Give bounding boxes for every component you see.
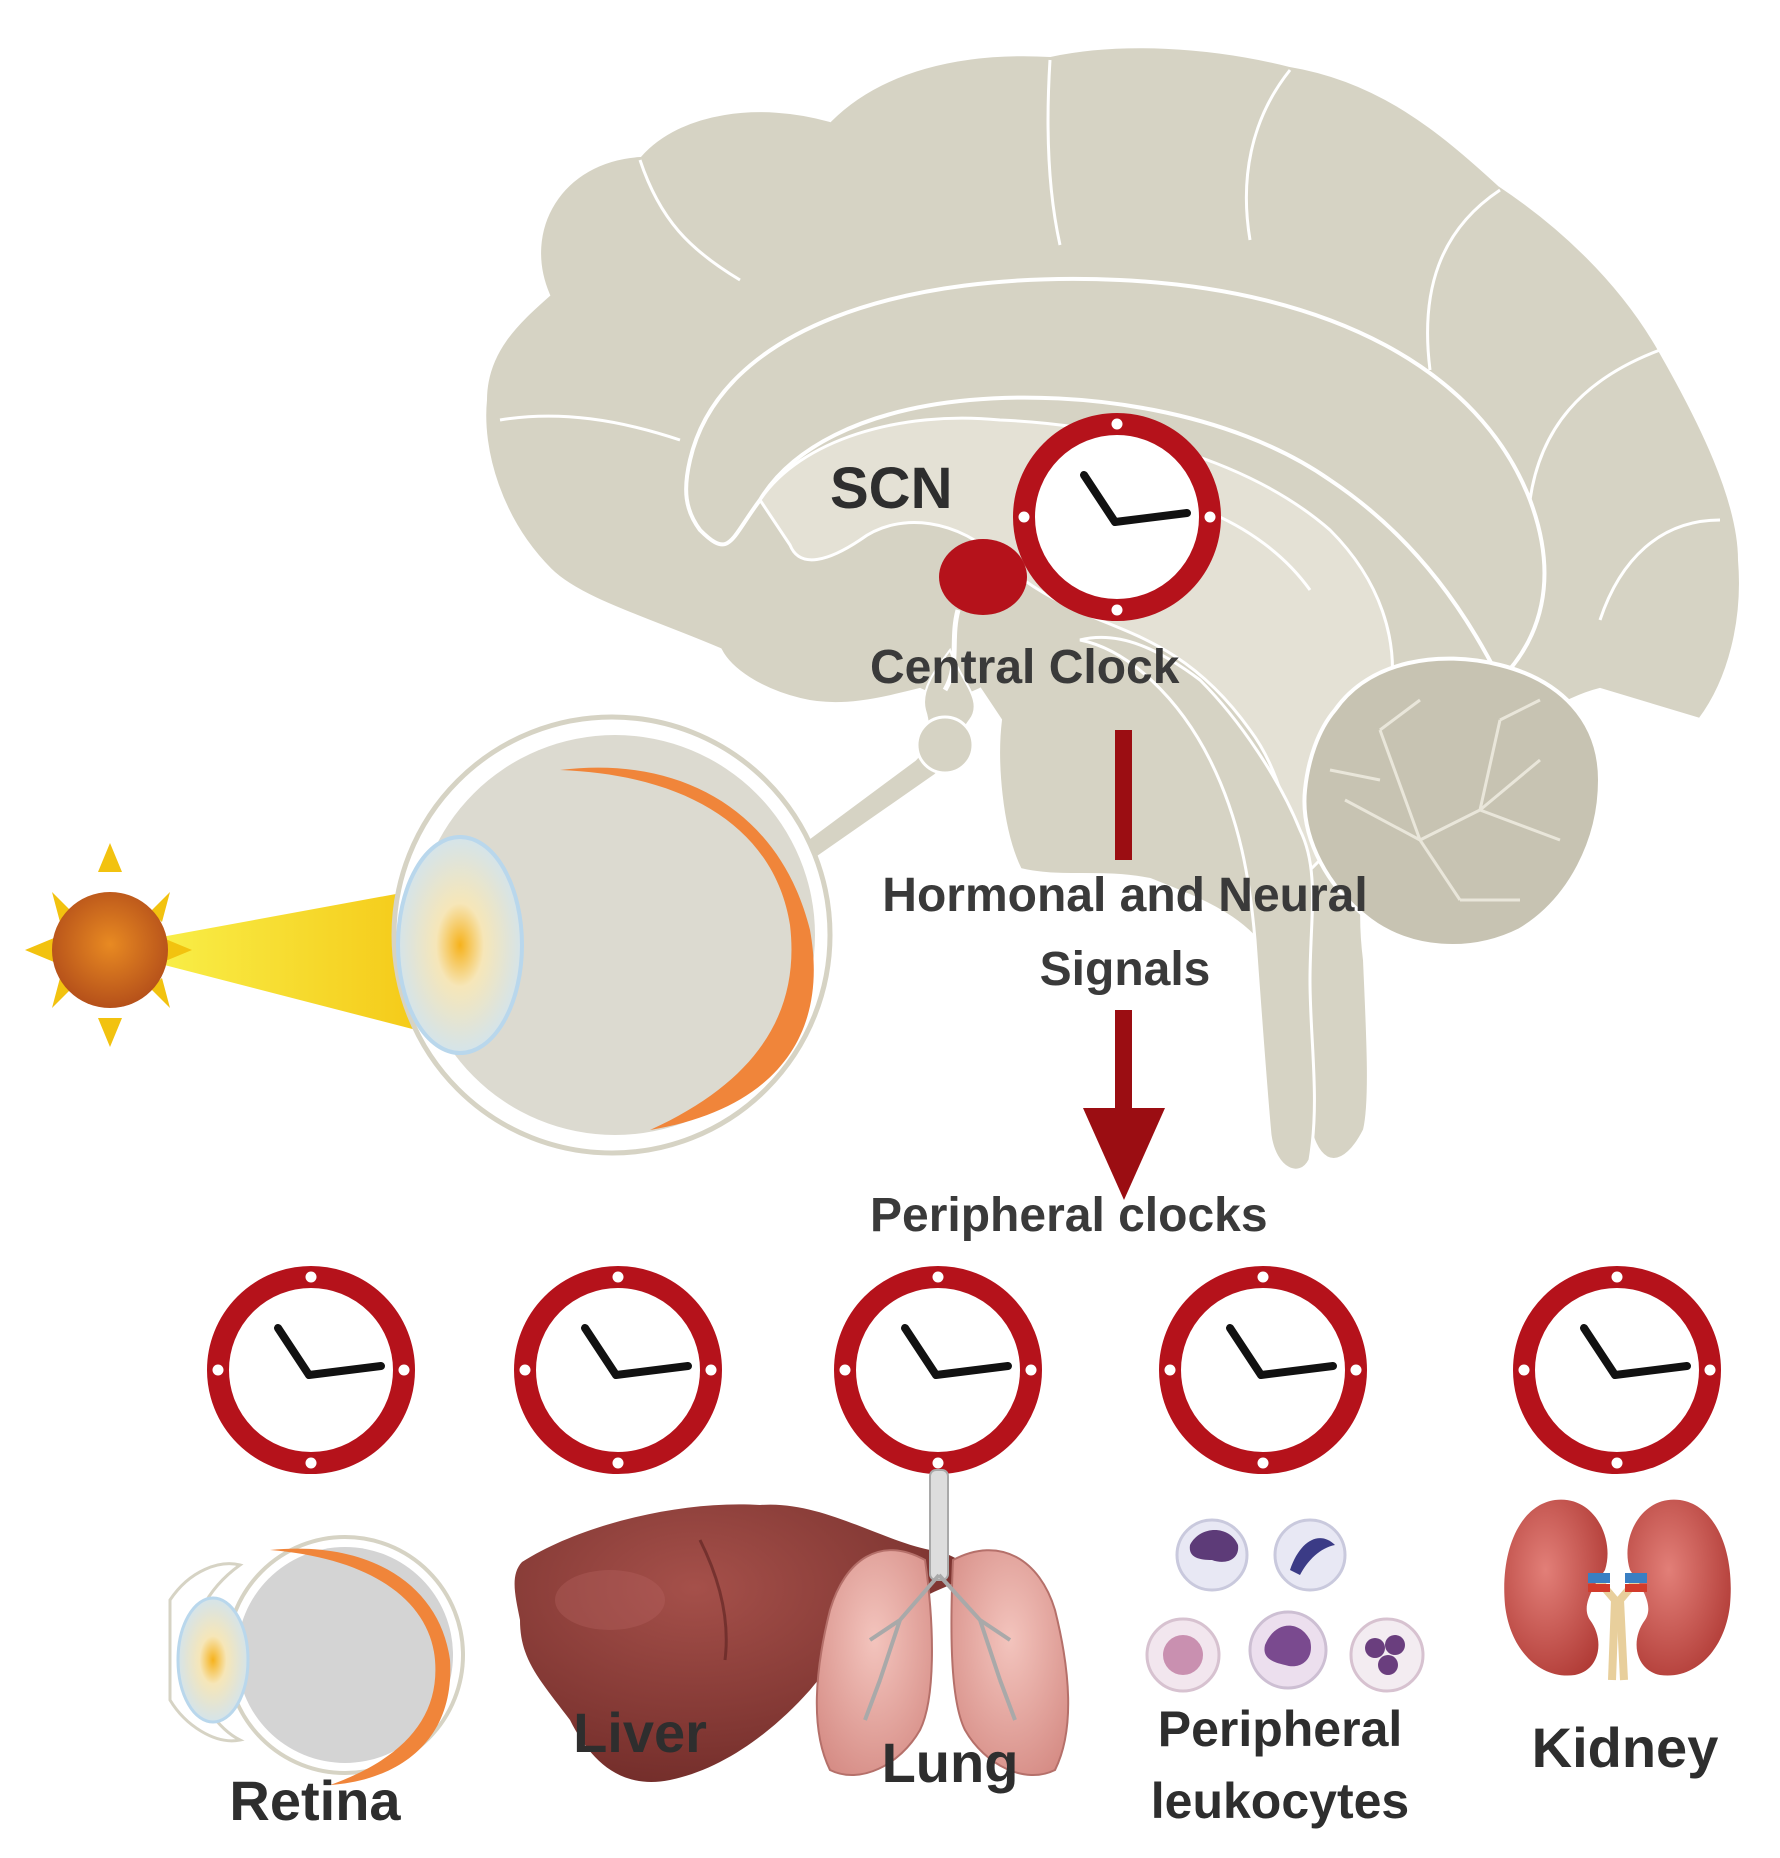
peripheral-clocks-label: Peripheral clocks: [870, 1189, 1268, 1242]
cerebellum: [1302, 656, 1603, 948]
signals-label-line1: Hormonal and Neural: [882, 869, 1368, 922]
arrow-down-icon: [1083, 730, 1165, 1200]
lung-icon: [815, 1469, 1070, 1776]
clock-icon-liver: [520, 1272, 717, 1469]
clock-icon-lung: [840, 1272, 1037, 1469]
scn-stalk: [942, 609, 961, 692]
retina-eye-icon: [168, 1535, 465, 1785]
organ-label-leukocytes-line1: Peripheral: [1157, 1701, 1403, 1757]
kidney-icon: [1504, 1499, 1731, 1681]
clock-icon-kidney: [1519, 1272, 1716, 1469]
scn-label: SCN: [830, 456, 953, 521]
central-clock-label: Central Clock: [870, 641, 1180, 694]
scn-nucleus: [939, 539, 1027, 615]
central-clock-icon: [1019, 419, 1216, 616]
organ-label-leukocytes-line2: leukocytes: [1150, 1773, 1410, 1829]
sun-icon: [25, 843, 192, 1047]
organ-label-lung: Lung: [881, 1731, 1019, 1794]
leukocytes-icon: [1145, 1518, 1425, 1693]
organ-label-liver: Liver: [573, 1701, 707, 1764]
clock-icon-retina: [213, 1272, 410, 1469]
organ-label-kidney: Kidney: [1531, 1716, 1719, 1779]
eye-icon: [391, 714, 833, 1156]
light-beam: [145, 885, 455, 1040]
signals-label-line2: Signals: [1039, 943, 1211, 996]
clock-icon-leukocytes: [1165, 1272, 1362, 1469]
organ-label-retina: Retina: [229, 1769, 401, 1832]
